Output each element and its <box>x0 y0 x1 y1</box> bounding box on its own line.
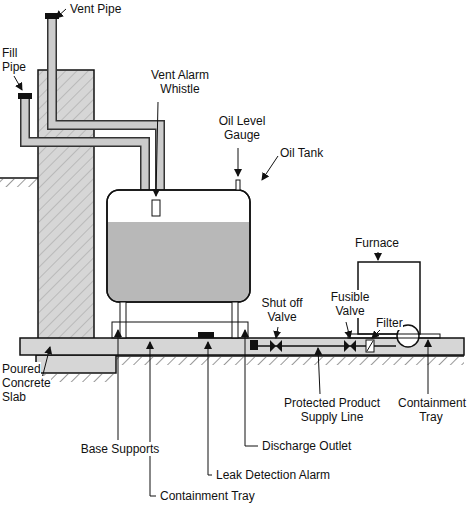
label-text: Filter <box>376 316 403 330</box>
part-label: Furnace <box>355 236 425 250</box>
part-label: Containment Tray <box>160 489 300 503</box>
label-text: Containment Tray <box>398 396 466 424</box>
part-label: Discharge Outlet <box>262 439 382 453</box>
label-text: Discharge Outlet <box>262 439 351 453</box>
part-label: Vent Pipe <box>70 2 150 16</box>
part-label: Filter <box>376 316 426 330</box>
part-label: Fusible Valve <box>320 290 380 318</box>
label-text: Shut off Valve <box>261 296 302 324</box>
part-label: Fill Pipe <box>2 46 42 74</box>
part-label: Protected Product Supply Line <box>272 396 392 424</box>
part-label: Oil Tank <box>280 146 350 160</box>
part-label: Containment Tray <box>398 396 464 424</box>
label-text: Oil Tank <box>280 146 323 160</box>
label-text: Vent Alarm Whistle <box>151 68 209 96</box>
part-label: Poured Concrete Slab <box>2 362 62 404</box>
label-text: Oil Level Gauge <box>219 114 266 142</box>
label-text: Leak Detection Alarm <box>216 468 330 482</box>
label-text: Protected Product Supply Line <box>284 396 380 424</box>
part-label: Oil Level Gauge <box>212 114 272 142</box>
label-text: Fusible Valve <box>331 290 370 318</box>
label-text: Poured Concrete Slab <box>2 362 51 404</box>
label-text: Furnace <box>355 236 399 250</box>
part-label: Vent Alarm Whistle <box>140 68 220 96</box>
part-label: Shut off Valve <box>252 296 312 324</box>
label-text: Base Supports <box>81 442 160 456</box>
label-text: Containment Tray <box>160 489 255 503</box>
label-text: Fill Pipe <box>2 46 26 74</box>
part-label: Leak Detection Alarm <box>216 468 376 482</box>
part-label: Base Supports <box>70 442 170 456</box>
label-text: Vent Pipe <box>70 2 121 16</box>
